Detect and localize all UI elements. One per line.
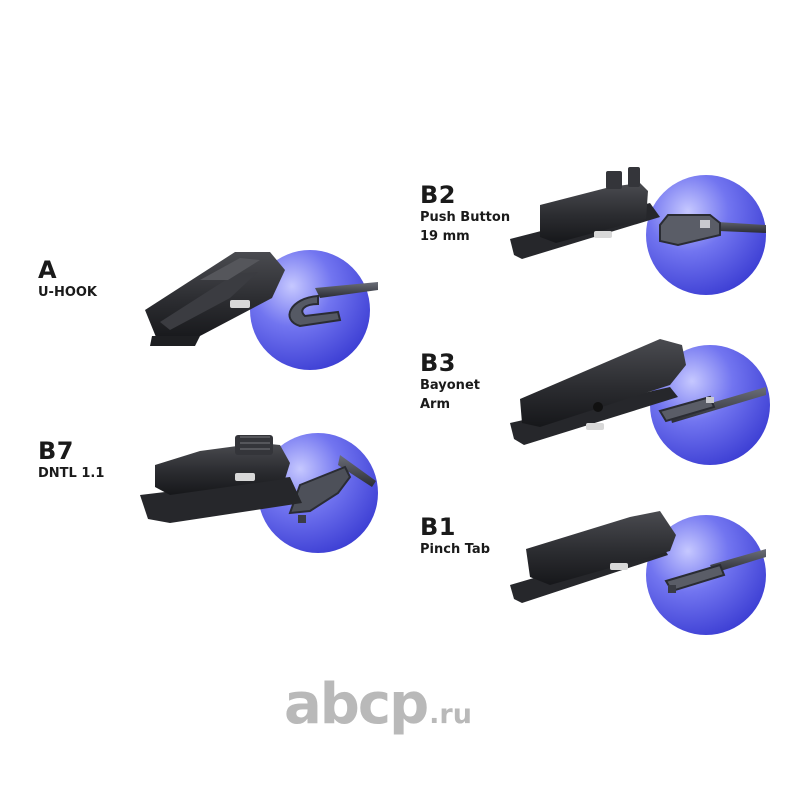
push-button-adapter-icon	[510, 167, 766, 295]
brand-tld: .ru	[429, 699, 472, 730]
adapter-code: B2	[420, 181, 456, 209]
adapter-name: Bayonet Arm	[420, 378, 480, 412]
brand-watermark: abcp .ru	[284, 672, 472, 737]
brand-name: abcp	[284, 672, 429, 737]
adapter-b2-label: B2 Push Button 19 mm	[420, 182, 510, 246]
adapter-name: DNTL 1.1	[38, 466, 105, 481]
bayonet-adapter-icon	[510, 339, 770, 465]
adapter-b3-label: B3 Bayonet Arm	[420, 350, 480, 414]
adapter-code: A	[38, 256, 58, 284]
adapter-a-label: A U-HOOK	[38, 257, 97, 302]
adapter-b7-label: B7 DNTL 1.1	[38, 438, 104, 483]
adapter-name: Push Button 19 mm	[420, 210, 511, 244]
adapter-code: B7	[38, 437, 74, 465]
pinch-tab-adapter-icon	[510, 511, 766, 635]
adapter-b1-label: B1 Pinch Tab	[420, 514, 490, 559]
dntl-adapter-icon	[140, 433, 378, 553]
u-hook-adapter-icon	[145, 250, 378, 370]
adapter-code: B1	[420, 513, 456, 541]
adapter-code: B3	[420, 349, 456, 377]
adapter-name: U-HOOK	[38, 285, 98, 300]
adapter-name: Pinch Tab	[420, 542, 490, 557]
